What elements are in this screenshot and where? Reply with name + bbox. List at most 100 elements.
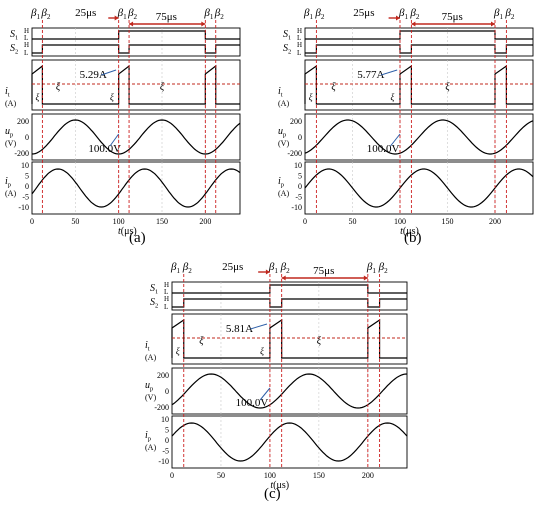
voltage-plot-frame	[304, 113, 534, 161]
h-label: H	[297, 27, 302, 35]
ip-tick: 5	[298, 172, 302, 181]
ip-waveform	[31, 168, 241, 208]
x-tick: 100	[264, 471, 276, 480]
current-peak-label: 5.81A	[226, 323, 253, 335]
h-label: H	[164, 281, 169, 289]
ip-ylabel-unit: (A)	[278, 189, 289, 198]
h-label: H	[24, 27, 29, 35]
voltage-tick: -200	[287, 149, 302, 158]
caption-a: (a)	[129, 230, 146, 246]
s1-waveform	[172, 284, 407, 294]
peak-pointer	[101, 69, 117, 76]
voltage-pointer	[109, 133, 120, 147]
switch-plot-frame	[171, 281, 408, 311]
time-annotation-75us: 75μs	[313, 265, 334, 277]
switch-plot-frame	[304, 27, 534, 57]
voltage-annotation: 100.0V	[236, 397, 269, 409]
peak-pointer	[380, 69, 398, 76]
s2-label: S2	[283, 43, 291, 56]
current-plot-frame	[304, 59, 534, 111]
xi2-label: ξ	[331, 82, 336, 93]
beta-label: β1	[268, 261, 278, 275]
switch-plot-frame	[31, 27, 241, 57]
x-axis-label: t(μs)	[270, 480, 289, 491]
current-plot-frame	[171, 313, 408, 365]
xi2-label: ξ	[445, 82, 450, 93]
x-axis-label: t(μs)	[400, 226, 419, 237]
ip-ylabel: ip	[145, 430, 151, 443]
ip-tick: -10	[291, 203, 302, 212]
x-tick: 150	[156, 217, 168, 226]
voltage-tick: 200	[290, 117, 302, 126]
voltage-tick: -200	[154, 403, 169, 412]
x-tick: 200	[199, 217, 211, 226]
voltage-annotation: 100.0V	[88, 143, 121, 155]
beta-label: β2	[378, 261, 388, 275]
s1-waveform	[305, 30, 533, 40]
h-label: H	[297, 41, 302, 49]
l-label: L	[24, 49, 28, 57]
ip-tick: 5	[25, 172, 29, 181]
xi2-label: ξ	[199, 336, 204, 347]
s1-label: S1	[10, 29, 18, 42]
ip-tick: 0	[165, 436, 169, 445]
current-ylabel-unit: (A)	[278, 99, 289, 108]
voltage-waveform	[304, 119, 534, 155]
x-tick: 100	[113, 217, 125, 226]
time-annotation-25us: 25μs	[353, 7, 374, 19]
ip-tick: 5	[165, 426, 169, 435]
beta-label: β2	[280, 261, 290, 275]
voltage-ylabel: up	[145, 380, 153, 393]
beta-label: β1	[398, 7, 408, 21]
caption-b: (b)	[404, 230, 422, 246]
caption-c: (c)	[264, 486, 281, 502]
xi1-label: ξ	[110, 92, 114, 102]
time-annotation-75us: 75μs	[156, 11, 177, 23]
ip-tick: -10	[18, 203, 29, 212]
s2-waveform	[172, 298, 407, 308]
s2-label: S2	[150, 297, 158, 310]
ip-tick: -5	[22, 193, 29, 202]
current-plot-frame	[31, 59, 241, 111]
s1-waveform	[32, 30, 240, 40]
current-peak-label: 5.77A	[357, 69, 384, 81]
s1-label: S1	[150, 283, 158, 296]
x-tick: 200	[489, 217, 501, 226]
ip-tick: -5	[295, 193, 302, 202]
s2-waveform	[305, 44, 533, 54]
x-axis-label: t(μs)	[118, 226, 137, 237]
x-tick: 0	[303, 217, 307, 226]
beta-label: β1	[493, 7, 503, 21]
l-label: L	[297, 49, 301, 57]
beta-label: β1	[366, 261, 376, 275]
beta-label: β2	[214, 7, 224, 21]
voltage-ylabel-unit: (V)	[5, 139, 16, 148]
current-waveform	[31, 64, 240, 105]
time-annotation-75us: 75μs	[442, 11, 463, 23]
beta-label: β2	[182, 261, 192, 275]
x-tick: 0	[30, 217, 34, 226]
ip-waveform	[171, 422, 408, 462]
voltage-annotation: 100.0V	[367, 143, 400, 155]
voltage-ylabel-unit: (V)	[278, 139, 289, 148]
beta-label: β2	[504, 7, 514, 21]
ip-tick: 0	[25, 182, 29, 191]
h-label: H	[24, 41, 29, 49]
time-annotation-25us: 25μs	[75, 7, 96, 19]
s2-waveform	[32, 44, 240, 54]
voltage-tick: 200	[157, 371, 169, 380]
xi1-label: ξ	[309, 92, 313, 102]
voltage-ylabel-unit: (V)	[145, 393, 156, 402]
xi1-label: ξ	[176, 346, 180, 356]
ip-waveform	[304, 168, 534, 208]
ip-tick: -5	[162, 447, 169, 456]
xi1-label: ξ	[260, 346, 264, 356]
ip-ylabel: ip	[5, 176, 11, 189]
voltage-waveform	[31, 119, 241, 155]
current-peak-label: 5.29A	[80, 69, 107, 81]
beta-label: β1	[203, 7, 213, 21]
voltage-ylabel: up	[5, 126, 13, 139]
